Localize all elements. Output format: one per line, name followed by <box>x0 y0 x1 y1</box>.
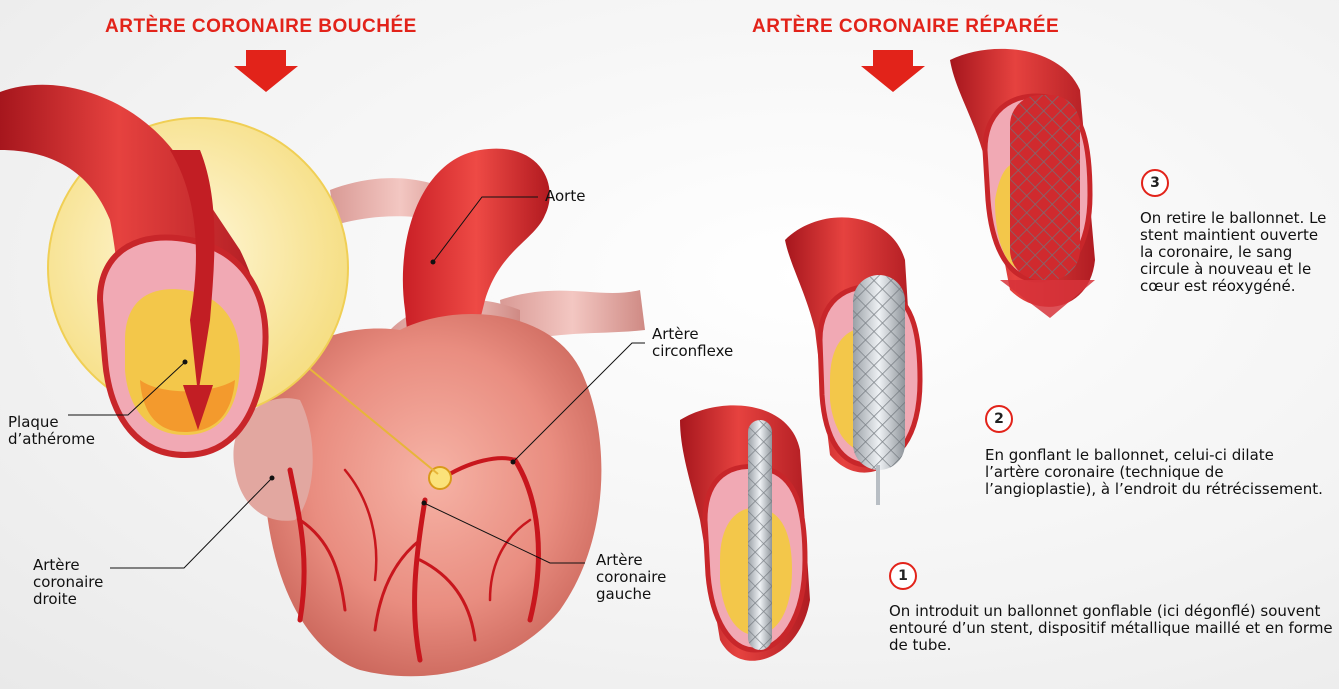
step-1-number: 1 <box>889 562 917 590</box>
step-1-text: On introduit un ballonnet gonflable (ici… <box>889 603 1334 654</box>
left-heading: ARTÈRE CORONAIRE BOUCHÉE <box>105 16 417 38</box>
label-right-coronary-artery: Artère coronaire droite <box>33 557 103 608</box>
step-2-text: En gonflant le ballonnet, celui-ci dilat… <box>985 447 1330 498</box>
artery-step-1 <box>680 405 810 660</box>
label-circumflex-artery: Artère circonflexe <box>652 326 733 360</box>
step-3-text: On retire le ballonnet. Le stent maintie… <box>1140 210 1335 295</box>
artery-step-3 <box>950 49 1095 318</box>
artery-step-2 <box>785 217 920 505</box>
step-3-number: 3 <box>1141 169 1169 197</box>
label-left-coronary-artery: Artère coronaire gauche <box>596 552 666 603</box>
right-heading: ARTÈRE CORONAIRE RÉPARÉE <box>752 16 1059 38</box>
right-down-arrow <box>861 50 925 92</box>
label-aorta: Aorte <box>545 188 585 205</box>
step-2-number: 2 <box>985 405 1013 433</box>
label-atheroma-plaque: Plaque d’athérome <box>8 414 95 448</box>
left-down-arrow <box>234 50 298 92</box>
